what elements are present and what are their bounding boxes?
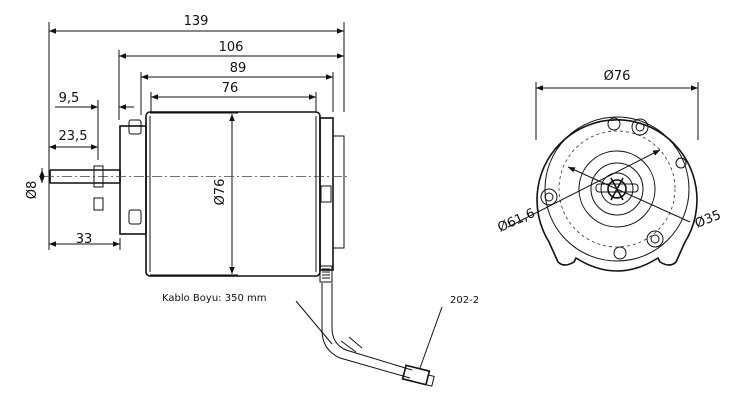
- extension-lines: [48, 22, 345, 276]
- front-view: Ø76 Ø61,6 Ø35: [496, 69, 723, 272]
- cable-annotations: Kablo Boyu: 350 mm 202-2: [162, 293, 479, 369]
- dim-shaft-diameter: Ø8: [25, 181, 40, 200]
- dim-overall-length: 139: [184, 14, 209, 29]
- dimension-lines: [39, 28, 344, 274]
- dim-body-diameter: Ø76: [213, 179, 228, 206]
- cable-length-label: Kablo Boyu: 350 mm: [162, 293, 266, 304]
- motor-body: [44, 111, 350, 283]
- dim-body-length: 89: [230, 61, 247, 76]
- dim-hub-diameter: Ø35: [693, 208, 723, 232]
- front-housing: [536, 116, 698, 272]
- connector-label: 202-2: [450, 295, 479, 306]
- dim-offset-medium: 23,5: [59, 129, 88, 144]
- dim-housing-length: 106: [219, 40, 244, 55]
- dim-shaft-length: 33: [76, 232, 93, 247]
- side-view: 139 106 89 76 9,5 23,5 33 Ø76 Ø8: [25, 14, 479, 387]
- dim-offset-small: 9,5: [59, 91, 80, 106]
- dim-bolt-circle: Ø61,6: [496, 206, 538, 236]
- dim-front-outer-diameter: Ø76: [604, 69, 631, 84]
- cable: [321, 283, 435, 387]
- dim-can-length: 76: [222, 81, 239, 96]
